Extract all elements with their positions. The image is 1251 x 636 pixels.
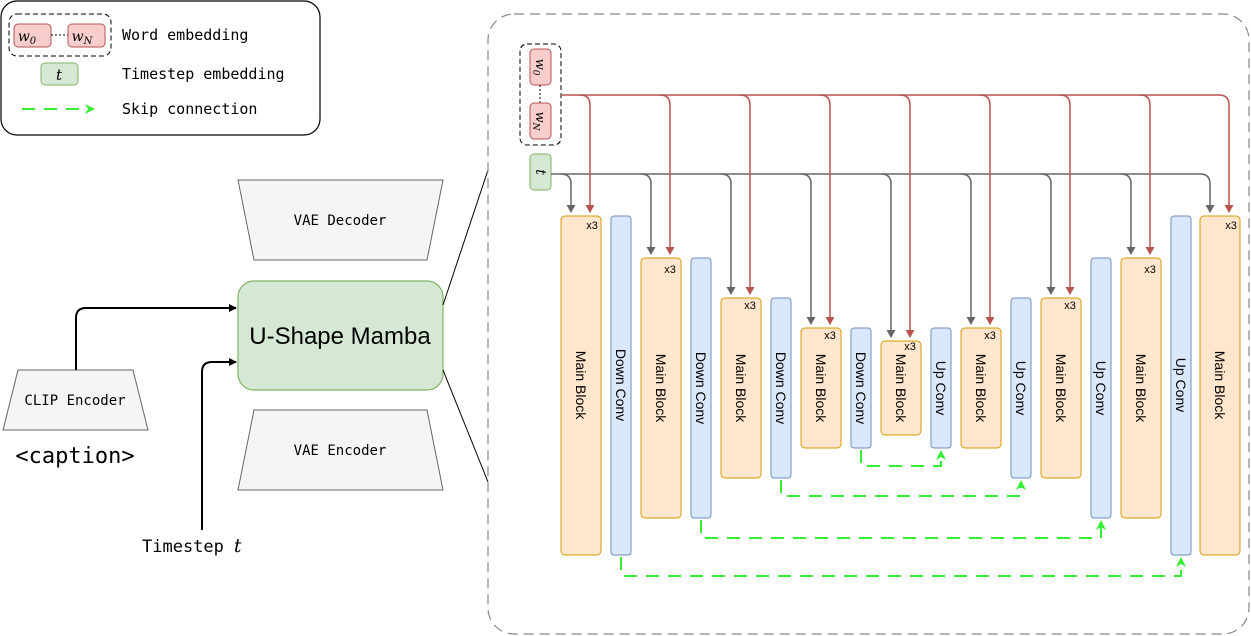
- u-shape-mamba-block: [237, 280, 444, 391]
- caption-label: <caption>: [15, 444, 134, 469]
- unet-wn-text: wN: [530, 111, 547, 131]
- u-shape-mamba-label: U-Shape Mamba: [249, 323, 431, 350]
- legend-timestep-label: Timestep embedding: [122, 65, 285, 83]
- main-block-8: x3 Main Block: [1120, 257, 1162, 519]
- clip-to-mamba-arrow: [75, 304, 237, 370]
- main-block-3: x3 Main Block: [720, 297, 762, 479]
- main-block-2: x3 Main Block: [640, 257, 682, 519]
- legend: w0 wN Word embedding t Timestep embeddin…: [0, 0, 321, 136]
- down-conv-label: Down Conv: [773, 352, 789, 424]
- word-drop-arrow-3: [739, 94, 755, 295]
- unet-wn-token: [529, 102, 552, 140]
- unet-t-token: [529, 153, 552, 191]
- down-conv-label: Down Conv: [693, 352, 709, 424]
- timestep-drop-arrow-4: [800, 173, 816, 325]
- repeat-badge: x3: [744, 300, 756, 312]
- vae-decoder-shape: [237, 179, 444, 261]
- repeat-badge: x3: [664, 264, 676, 276]
- repeat-badge: x3: [1064, 300, 1076, 312]
- word-drop-arrow-6: [979, 94, 995, 325]
- word-drop-arrow-4: [819, 94, 835, 325]
- unet-panel: w0 wN t x3 Main Block x3 Main Block x3 M…: [487, 13, 1250, 635]
- down-conv-label: Down Conv: [853, 352, 869, 424]
- legend-word-label: Word embedding: [122, 26, 248, 44]
- timestep-drop-arrow-1: [560, 173, 576, 213]
- main-block-1: x3 Main Block: [560, 215, 602, 556]
- repeat-badge: x3: [824, 330, 836, 342]
- up-conv-label: Up Conv: [933, 361, 949, 415]
- timestep-drop-arrow-2: [640, 173, 656, 255]
- legend-wn-token: [67, 23, 106, 48]
- repeat-badge: x3: [984, 330, 996, 342]
- main-block-label: Main Block: [1212, 351, 1228, 420]
- legend-timestep-token: [40, 62, 79, 86]
- vae-decoder-label: VAE Decoder: [294, 213, 387, 229]
- timestep-drop-arrow-5: [880, 173, 896, 338]
- up-conv-4: Up Conv: [1170, 215, 1192, 556]
- vae-encoder-shape: [237, 409, 444, 491]
- pipeline: VAE Decoder VAE Encoder U-Shape Mamba CL…: [2, 169, 489, 557]
- main-block-label: Main Block: [573, 351, 589, 420]
- repeat-badge: x3: [1225, 220, 1237, 232]
- up-conv-2: Up Conv: [1010, 297, 1032, 479]
- up-conv-label: Up Conv: [1173, 358, 1189, 412]
- skip-connection-4: [620, 557, 1186, 577]
- main-block-label: Main Block: [893, 354, 909, 423]
- repeat-badge: x3: [904, 341, 916, 353]
- skip-connection-2: [780, 480, 1026, 497]
- main-block-label: Main Block: [1133, 354, 1149, 423]
- main-block-6: x3 Main Block: [960, 327, 1002, 449]
- unet-t-text: t: [532, 169, 548, 175]
- main-block-label: Main Block: [1053, 354, 1069, 423]
- clip-encoder-label: CLIP Encoder: [24, 393, 125, 409]
- main-block-5: x3 Main Block: [880, 340, 922, 436]
- main-block-label: Main Block: [973, 354, 989, 423]
- word-drop-arrow-5: [899, 94, 915, 338]
- word-drop-arrow-1: [579, 94, 595, 213]
- skip-connection-1: [860, 450, 946, 467]
- main-block-9: x3 Main Block: [1199, 215, 1241, 556]
- repeat-badge: x3: [1144, 264, 1156, 276]
- zoom-line-top: [442, 169, 489, 306]
- word-drop-arrow-7: [1059, 94, 1075, 295]
- legend-skip-label: Skip connection: [122, 100, 257, 118]
- skip-connection-3: [700, 520, 1106, 539]
- down-conv-4: Down Conv: [850, 327, 872, 449]
- main-block-4: x3 Main Block: [800, 327, 842, 449]
- up-conv-label: Up Conv: [1093, 361, 1109, 415]
- word-embedding-bus: [561, 94, 1234, 213]
- repeat-badge: x3: [586, 220, 598, 232]
- clip-encoder-shape: [2, 369, 149, 431]
- legend-w0-text: w0: [18, 29, 37, 47]
- up-conv-label: Up Conv: [1013, 361, 1029, 415]
- timestep-drop-arrow-7: [1040, 173, 1056, 295]
- timestep-drop-arrow-6: [960, 173, 976, 325]
- main-block-label: Main Block: [653, 354, 669, 423]
- timestep-drop-arrow-3: [720, 173, 736, 295]
- zoom-line-bottom: [442, 369, 489, 483]
- down-conv-1: Down Conv: [610, 215, 632, 556]
- main-block-7: x3 Main Block: [1040, 297, 1082, 479]
- legend-timestep-symbol: t: [56, 66, 63, 84]
- timestep-embedding-bus: [551, 173, 1215, 213]
- vae-encoder-label: VAE Encoder: [294, 443, 387, 459]
- main-block-label: Main Block: [733, 354, 749, 423]
- embedding-drop-arrows: [560, 94, 1155, 338]
- main-block-label: Main Block: [813, 354, 829, 423]
- legend-wn-text: wN: [72, 29, 94, 47]
- timestep-to-mamba-arrow: [201, 358, 237, 530]
- word-drop-arrow-8: [1139, 94, 1155, 255]
- timestep-drop-arrow-8: [1120, 173, 1136, 255]
- up-conv-1: Up Conv: [930, 327, 952, 449]
- unet-w0-text: w0: [530, 59, 547, 76]
- down-conv-2: Down Conv: [690, 257, 712, 519]
- word-drop-arrow-2: [659, 94, 675, 255]
- down-conv-3: Down Conv: [770, 297, 792, 479]
- down-conv-label: Down Conv: [613, 349, 629, 421]
- up-conv-3: Up Conv: [1090, 257, 1112, 519]
